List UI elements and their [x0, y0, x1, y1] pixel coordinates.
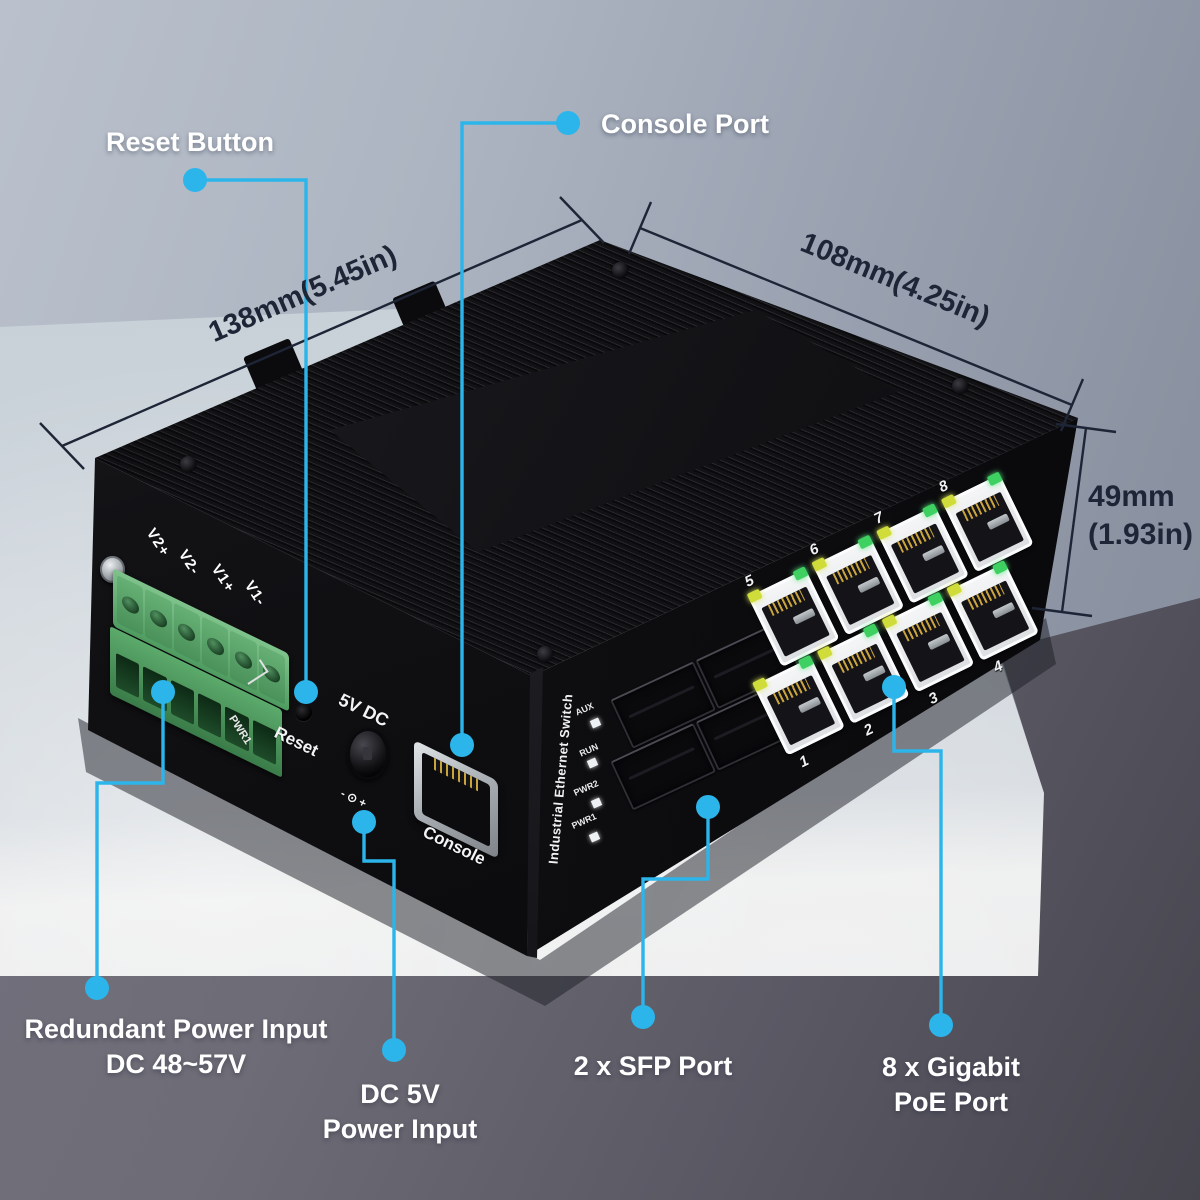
- height-dimension-mm: 49mm: [1088, 480, 1175, 513]
- width-dimension-line: [639, 226, 1073, 407]
- case-screw: [952, 378, 968, 394]
- poe-callout: 8 x Gigabit PoE Port: [851, 1050, 1051, 1120]
- reset-leader-line: [195, 178, 308, 692]
- sfp-callout: 2 x SFP Port: [573, 1051, 733, 1081]
- redundant-power-line1: Redundant Power Input: [24, 1014, 328, 1044]
- dimension-tick: [1059, 378, 1085, 432]
- redundant-power-leader-line: [95, 692, 165, 988]
- leader-dots: [85, 111, 953, 1062]
- dc5v-line2: Power Input: [322, 1114, 478, 1144]
- leader-dot: [450, 733, 474, 757]
- redundant-power-callout: Redundant Power Input DC 48~57V: [0, 1012, 352, 1082]
- case-screw: [612, 262, 628, 278]
- sfp-leader-line: [641, 807, 710, 1017]
- dc-jack-pin: [363, 747, 372, 760]
- case-screw: [537, 646, 553, 662]
- height-dimension-line: [1060, 427, 1088, 613]
- dimension-tick: [1055, 422, 1117, 434]
- length-dimension-line: [61, 218, 583, 448]
- leader-dot: [929, 1013, 953, 1037]
- leader-dot: [85, 976, 109, 1000]
- leader-dot: [556, 111, 580, 135]
- dimension-tick: [39, 422, 85, 470]
- reset-button-callout: Reset Button: [106, 127, 274, 157]
- console-leader-line: [460, 121, 568, 745]
- dimension-lines: [39, 196, 1117, 618]
- leader-dot: [352, 810, 376, 834]
- dimension-tick: [627, 201, 653, 255]
- leader-dot: [631, 1005, 655, 1029]
- poe-line1: 8 x Gigabit: [881, 1052, 1021, 1082]
- leader-dot: [382, 1038, 406, 1062]
- redundant-power-line2: DC 48~57V: [105, 1049, 247, 1079]
- leader-dot: [151, 680, 175, 704]
- leader-dot: [183, 168, 207, 192]
- leader-dot: [882, 675, 906, 699]
- leader-dot: [294, 680, 318, 704]
- dc5v-leader-line: [362, 822, 396, 1050]
- dc5v-callout: DC 5V Power Input: [300, 1077, 500, 1147]
- leader-lines: [95, 121, 943, 1050]
- height-dimension-in: (1.93in): [1088, 518, 1194, 551]
- dimension-tick: [1031, 606, 1093, 618]
- poe-leader-line: [892, 687, 943, 1025]
- height-dimension-label: 49mm (1.93in): [1088, 478, 1193, 554]
- reset-button: [295, 704, 312, 721]
- dc5v-line1: DC 5V: [360, 1079, 440, 1109]
- console-port-callout: Console Port: [601, 109, 770, 139]
- dimension-tick: [559, 196, 605, 244]
- leader-dot: [696, 795, 720, 819]
- poe-line2: PoE Port: [893, 1087, 1008, 1117]
- case-screw: [180, 456, 196, 472]
